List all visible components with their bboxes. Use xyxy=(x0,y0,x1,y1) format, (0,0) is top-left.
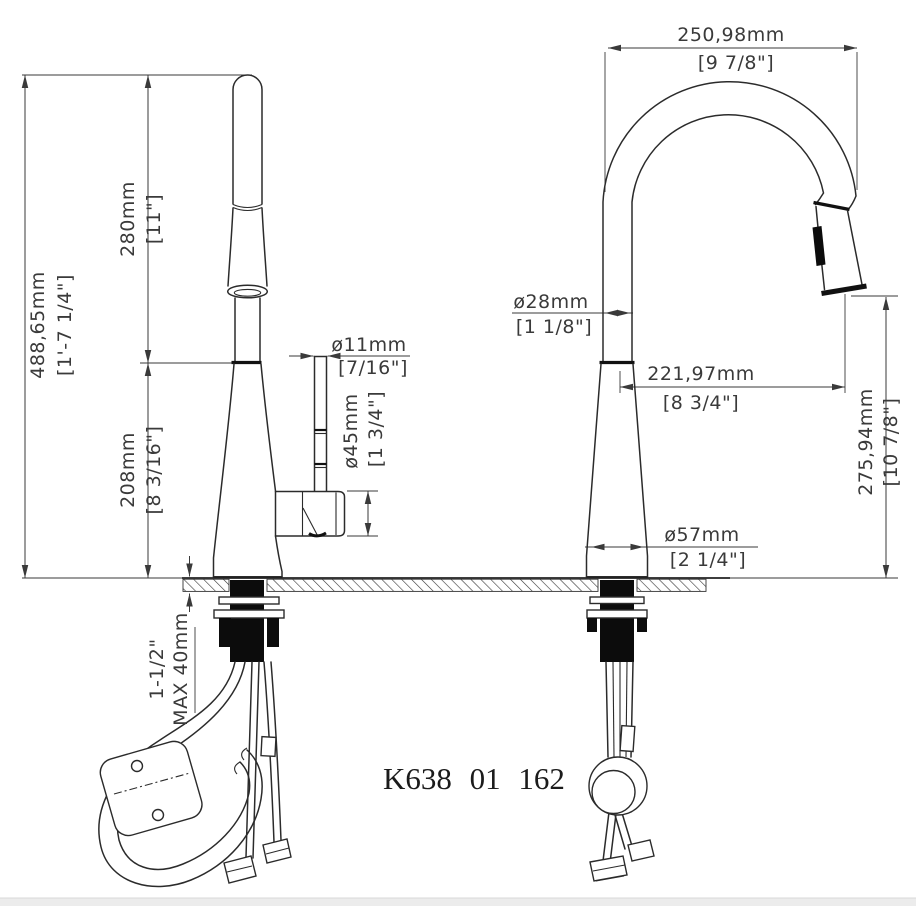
dim-tip-height-mm: 275,94mm xyxy=(855,388,877,496)
spray-outlet-rim xyxy=(226,284,269,299)
dim-span-width-in: [9 7/8"] xyxy=(698,52,774,74)
washer xyxy=(589,596,645,605)
hose-fitting xyxy=(260,735,277,758)
mounting-nut xyxy=(213,609,285,619)
gooseneck-outer xyxy=(602,80,857,363)
washer xyxy=(218,596,280,605)
hose-fitting xyxy=(619,724,636,753)
dim-deck-thickness-mm: MAX 40mm xyxy=(170,612,192,726)
countertop xyxy=(182,577,730,592)
page-bottom-strip xyxy=(0,898,916,906)
dimension-labels: 250,98mm [9 7/8"] 488,65mm [1'-7 1/4"] 2… xyxy=(27,24,902,796)
dim-spout-height-mm: 280mm xyxy=(117,181,139,257)
weight-screw-hole xyxy=(130,759,144,773)
hose-connector xyxy=(223,855,257,884)
lever-rod xyxy=(313,355,328,492)
dim-spout-reach-mm: 221,97mm xyxy=(647,363,755,385)
hose-connector xyxy=(627,839,655,862)
dim-neck-dia-mm: ø28mm xyxy=(513,291,588,313)
dim-spout-reach-in: [8 3/4"] xyxy=(663,392,739,414)
spray-head-front xyxy=(227,207,234,287)
dim-lever-dia-mm: ø11mm xyxy=(331,334,406,356)
dim-base-dia-mm: ø57mm xyxy=(664,524,739,546)
hose-weight-side-inner xyxy=(591,769,636,815)
faucet-front-view xyxy=(212,74,346,578)
hose-weight xyxy=(99,740,203,837)
mounting-shank xyxy=(230,580,264,662)
counter-hatch xyxy=(182,578,230,592)
undermount-front xyxy=(98,580,292,888)
dim-neck-dia-in: [1 1/8"] xyxy=(516,316,592,338)
extension-lines xyxy=(22,52,898,713)
gooseneck-inner xyxy=(631,114,825,363)
counter-hatch xyxy=(636,578,707,592)
spray-hose xyxy=(98,661,263,888)
dim-handle-dia-mm: ø45mm xyxy=(340,393,362,468)
counter-hatch xyxy=(266,578,599,592)
body-front xyxy=(212,363,235,578)
dim-deck-thickness-in: 1-1/2" xyxy=(146,638,168,699)
dim-tip-height-in: [10 7/8"] xyxy=(880,398,902,487)
body-side xyxy=(585,363,602,578)
dim-base-dia-in: [2 1/4"] xyxy=(670,549,746,571)
weight-screw-hole xyxy=(151,808,165,822)
dim-overall-height-in: [1'-7 1/4"] xyxy=(54,274,76,376)
part-number: K638 01 162 xyxy=(383,761,565,796)
mounting-shank xyxy=(600,580,634,662)
dim-handle-dia-in: [1 3/4"] xyxy=(365,391,387,467)
mounting-nut xyxy=(586,609,648,619)
dim-lever-dia-in: [7/16"] xyxy=(338,357,408,379)
faucet-side-view xyxy=(585,80,867,578)
dim-overall-height-mm: 488,65mm xyxy=(27,271,49,379)
dim-span-width-mm: 250,98mm xyxy=(677,24,785,46)
dim-spout-height-in: [11"] xyxy=(143,194,165,244)
undermount-side xyxy=(586,580,655,882)
spout-tube-front xyxy=(232,74,263,205)
dim-body-height-mm: 208mm xyxy=(117,432,139,508)
dim-body-height-in: [8 3/16"] xyxy=(143,426,165,515)
dimension-lines xyxy=(21,44,890,612)
handle-front xyxy=(274,490,346,537)
spray-button xyxy=(812,226,826,266)
